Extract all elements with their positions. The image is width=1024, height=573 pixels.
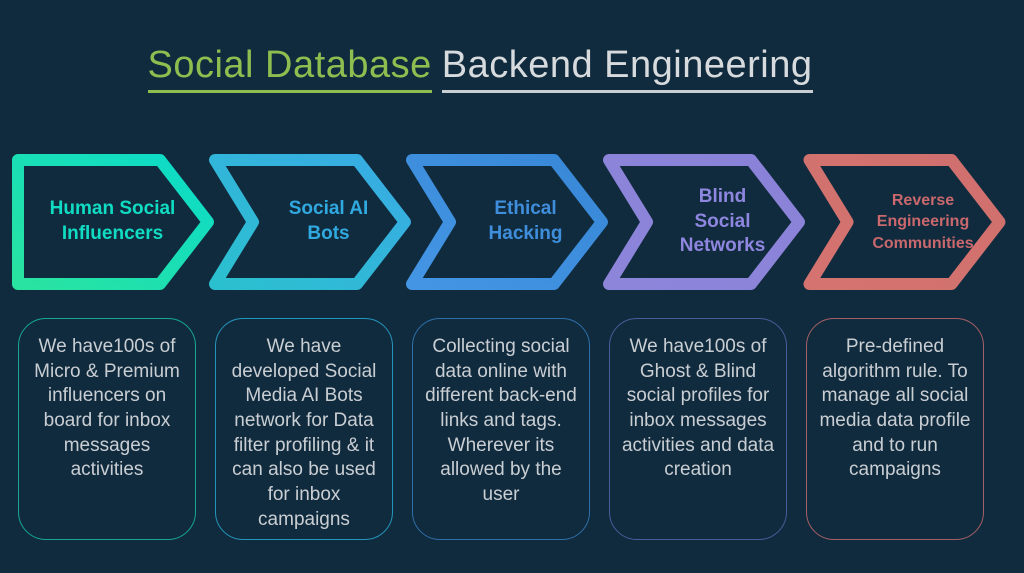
chevron-arrow-icon [406,154,608,290]
chevron-label-line: Social [694,210,751,232]
chevron-label-line: Human Social [49,198,176,220]
description-text: We have100s of Micro & Premium influence… [34,336,180,481]
chevron-label: Ethical Hacking [404,152,609,292]
chevron-label-line: Influencers [61,223,164,244]
chevron-label-line: Reverse [891,191,955,209]
chevron-label-line: Social AI [288,198,369,220]
chevron-arrow-icon [209,154,411,290]
chevron-arrow-icon [603,154,805,290]
description-box-reverse-engineering-communities: Pre-defined algorithm rule. To manage al… [806,318,984,540]
chevron-label: Blind Social Networks [601,152,806,292]
description-box-human-social-influencers: We have100s of Micro & Premium influence… [18,318,196,540]
description-text: We have developed Social Media AI Bots n… [231,336,377,530]
title-part-backend-engineering: Backend Engineering [441,44,813,93]
chevron-label: Human Social Influencers [10,152,215,292]
title-part-social-database: Social Database [147,44,432,93]
description-text: We have100s of Ghost & Blind social prof… [621,336,775,481]
description-box-social-ai-bots: We have developed Social Media AI Bots n… [215,318,393,540]
chevron-arrow-icon [803,154,1006,290]
step-chevron-ethical-hacking: Ethical Hacking [404,152,609,292]
chevron-label-line: Communities [872,234,974,252]
chevron-arrow-icon [12,154,214,290]
description-box-blind-social-networks: We have100s of Ghost & Blind social prof… [609,318,787,540]
description-text: Collecting social data online with diffe… [425,336,577,506]
chevron-label: Reverse Engineering Communities [798,152,1010,292]
step-chevron-reverse-engineering-communities: Reverse Engineering Communities [798,152,1010,292]
description-text: Pre-defined algorithm rule. To manage al… [819,336,971,481]
chevron-label: Social AI Bots [207,152,412,292]
chevron-label-line: Blind [698,185,747,207]
chevron-label-line: Bots [307,223,350,244]
chevron-label-line: Engineering [876,213,970,231]
chevron-label-line: Hacking [488,223,563,244]
description-box-ethical-hacking: Collecting social data online with diffe… [412,318,590,540]
chevron-label-line: Networks [679,235,766,257]
chevron-label-line: Ethical [494,198,557,220]
step-chevron-blind-social-networks: Blind Social Networks [601,152,806,292]
step-chevron-human-social-influencers: Human Social Influencers [10,152,215,292]
step-chevron-social-ai-bots: Social AI Bots [207,152,412,292]
